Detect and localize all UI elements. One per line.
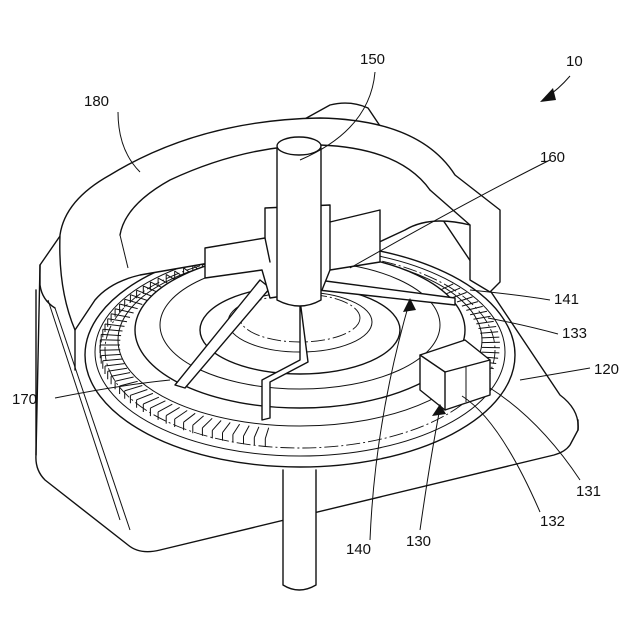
label-120: 120 [594,361,619,378]
label-170: 170 [12,391,37,408]
label-141: 141 [554,291,579,308]
label-130: 130 [406,533,431,550]
shaft-lower [283,470,316,590]
shaft-upper [277,137,321,306]
label-132: 132 [540,513,565,530]
label-10: 10 [566,53,583,70]
label-150: 150 [360,51,385,68]
label-131: 131 [576,483,601,500]
label-133: 133 [562,325,587,342]
label-160: 160 [540,149,565,166]
label-140: 140 [346,541,371,558]
label-180: 180 [84,93,109,110]
